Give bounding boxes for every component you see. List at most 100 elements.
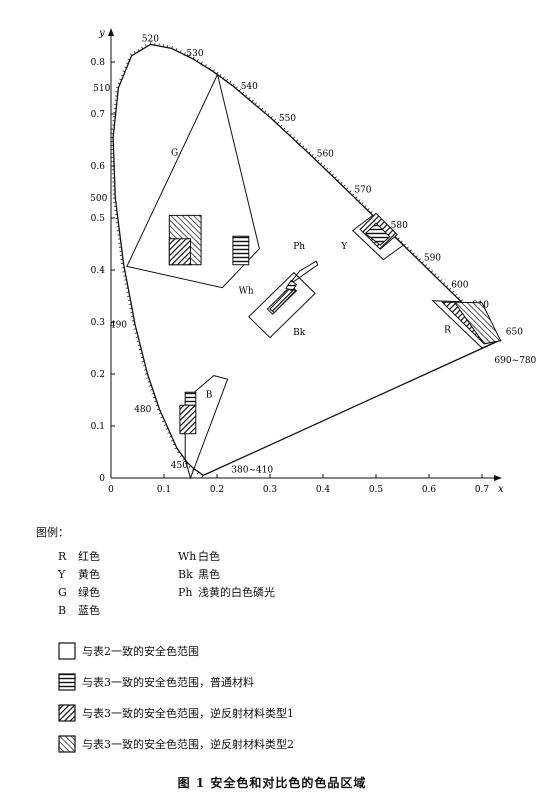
abbr-code: G [58,586,67,599]
locus-tick [229,81,232,84]
locus-tick [305,148,308,151]
locus-tick [299,142,302,145]
locus-tick [177,451,180,454]
abbr-text: 黄色 [78,568,100,581]
locus-tick [125,62,129,65]
legend-swatch [58,673,76,691]
patch-r [453,301,502,345]
locus-tick [457,296,460,299]
locus-tick [320,162,323,165]
wavelength-label: 380~410 [231,465,273,475]
locus-tick [201,475,204,478]
wavelength-label: 690~780 [494,356,536,366]
locus-tick [147,381,151,383]
y-tick-label: 0.2 [91,370,105,380]
abbr-code: B [58,604,67,617]
locus-tick [137,48,140,52]
locus-tick [158,412,162,415]
locus-tick [179,454,183,457]
patch-y [364,222,391,246]
locus-tick [415,255,418,258]
locus-tick [135,336,139,338]
y-tick-label: 0.1 [91,422,105,432]
locus-tick [212,69,215,72]
locus-tick [270,115,273,119]
locus-tick [136,340,140,342]
locus-tick [142,365,146,367]
wavelength-label: 650 [506,328,523,338]
abbr-text: 黑色 [198,568,220,581]
locus-tick [325,167,329,171]
locus-tick [141,46,144,50]
locus-tick [370,211,373,214]
locus-tick [433,273,437,276]
locus-tick [115,86,119,89]
wavelength-label: 600 [451,280,468,290]
wavelength-label: 520 [142,34,159,44]
x-tick-label: 0.3 [263,485,278,495]
locus-tick [241,91,245,95]
locus-tick [155,404,159,407]
locus-tick [451,290,455,294]
x-tick-label: 0.6 [422,485,437,495]
wavelength-label: 580 [391,221,408,231]
region-label: Ph [293,242,305,252]
locus-tick [322,165,326,168]
locus-tick [302,145,305,148]
locus-tick [355,196,358,199]
locus-tick [117,82,121,85]
locus-tick [331,173,334,176]
spectral-locus: 380~410450480490500510520530540550560570… [90,34,537,478]
locus-tick [146,377,149,379]
legend-key: 与表3一致的安全色范围，逆反射材料类型2 [58,735,294,753]
locus-tick [436,276,440,279]
y-tick-label: 0.5 [91,214,106,224]
locus-tick [289,133,292,136]
abbr-text: 白色 [198,550,220,563]
locus-tick [163,424,167,426]
locus-tick [267,113,270,116]
abbr-code: Y [58,568,66,581]
region-g [126,73,260,289]
region-label: B [206,390,213,400]
abbr-code: Ph [178,586,193,599]
locus-tick [139,352,143,355]
locus-tick [154,400,157,403]
legend-key: 与表3一致的安全色范围，普通材料 [58,673,294,691]
y-tick-label: 0.4 [91,266,106,276]
y-tick-label: 0.8 [91,58,106,68]
locus-tick [276,121,280,125]
abbr-text: 红色 [78,550,100,563]
locus-tick [140,356,144,359]
locus-tick [257,105,261,108]
locus-tick [292,136,295,139]
x-tick-label: 0.7 [475,485,490,495]
region-label: G [171,149,178,159]
locus-tick [264,110,267,113]
legend-key-text: 与表3一致的安全色范围，逆反射材料类型2 [82,738,294,751]
locus-tick [188,465,191,468]
locus-tick [172,443,176,446]
locus-tick [361,202,364,205]
locus-tick [137,344,141,346]
y-tick-label: 0.3 [91,318,106,328]
locus-tick [138,348,142,351]
locus-tick [169,435,172,438]
locus-tick [222,76,225,79]
locus-tick [286,130,289,133]
x-axis-label: x [498,484,504,495]
locus-tick [208,66,211,70]
locus-tick [245,94,248,97]
legend-key: 与表3一致的安全色范围，逆反射材料类型1 [58,704,294,722]
region-label: Wh [239,286,254,296]
x-tick-label: 0 [108,485,114,495]
locus-tick [162,420,165,423]
pattern-legend: 与表2一致的安全色范围与表3一致的安全色范围，普通材料与表3一致的安全色范围，逆… [58,642,294,766]
locus-tick [273,118,276,122]
locus-tick [196,471,199,475]
locus-tick [216,71,219,75]
locus-tick [156,408,160,411]
